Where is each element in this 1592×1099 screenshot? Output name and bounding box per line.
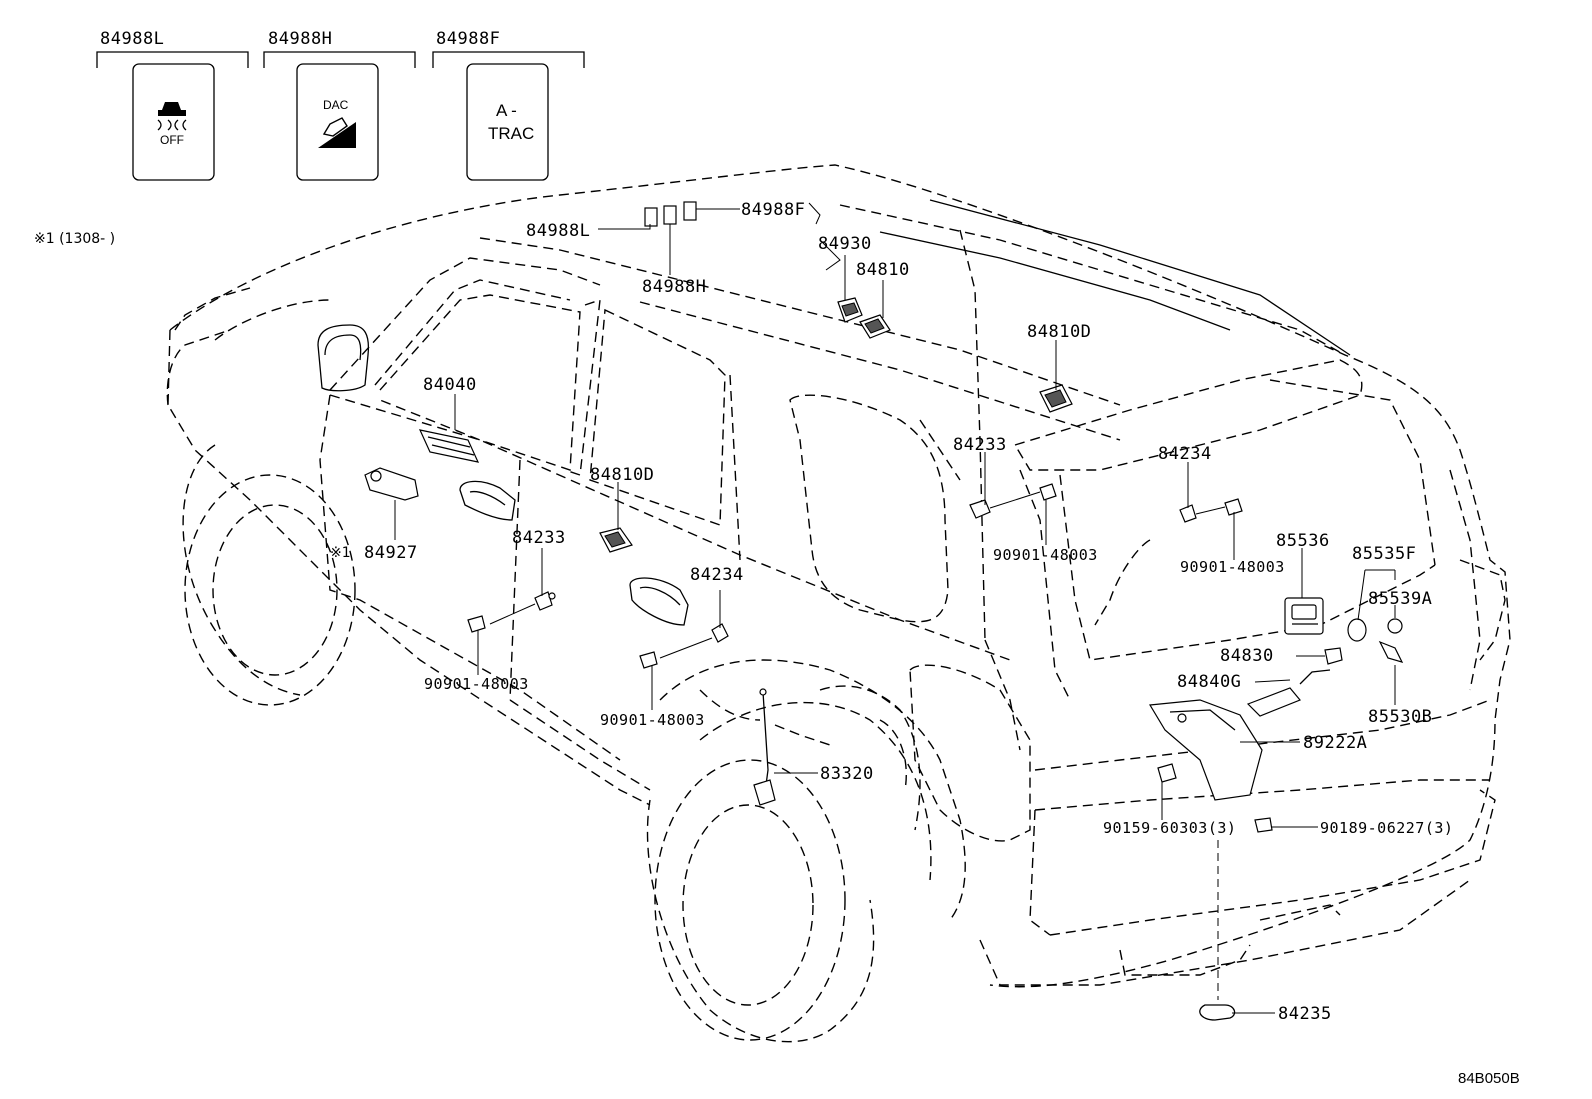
label-84840G: 84840G — [1177, 672, 1241, 692]
label-90189: 90189-06227(3) — [1320, 819, 1453, 837]
part-84927 — [364, 467, 419, 501]
label-90901-rear: 90901-48003 — [600, 711, 705, 729]
label-84810D-door: 84810D — [590, 465, 654, 485]
switch-button — [466, 63, 549, 181]
part-84040 — [418, 429, 480, 463]
figure-code: 84B050B — [1458, 1070, 1520, 1087]
part-84233-quarter — [969, 499, 991, 519]
label-84234-rear: 84234 — [690, 565, 744, 585]
part-89222A-bracket — [1148, 699, 1263, 801]
label-84988H: 84988H — [642, 277, 706, 297]
label-84810: 84810 — [856, 260, 910, 280]
part-bolt-90901-gate — [1224, 498, 1243, 516]
label-84988F: 84988F — [741, 200, 805, 220]
label-90901-front: 90901-48003 — [424, 675, 529, 693]
switch-part-number: 84988H — [268, 29, 332, 49]
label-85530B: 85530B — [1368, 707, 1432, 727]
part-85530B — [1378, 640, 1404, 663]
label-84927: 84927 — [364, 543, 418, 563]
label-84040: 84040 — [423, 375, 477, 395]
switch-part-number: 84988L — [100, 29, 164, 49]
part-83320 — [753, 688, 776, 806]
part-84234-rear — [711, 623, 729, 643]
switch-panel-84988F: 84988F A - TRAC — [432, 29, 585, 181]
part-84830 — [1324, 647, 1343, 665]
part-85536 — [1284, 597, 1324, 635]
switch-part-number: 84988F — [436, 29, 500, 49]
label-89222A: 89222A — [1303, 733, 1367, 753]
leader-lines — [394, 202, 1396, 1014]
part-84988-switches — [644, 201, 697, 227]
part-bolt-90159 — [1157, 763, 1177, 783]
switch-label-off: OFF — [160, 133, 184, 147]
switch-button — [296, 63, 379, 181]
vehicle-skid-off-icon — [157, 102, 187, 131]
text-icon: A - TRAC — [488, 101, 534, 143]
label-84830: 84830 — [1220, 646, 1274, 666]
label-90159: 90159-60303(3) — [1103, 819, 1236, 837]
vehicle-outline — [166, 164, 1511, 1043]
part-85535F — [1347, 618, 1367, 642]
label-84930: 84930 — [818, 234, 872, 254]
switch-panel-84988H: 84988H DAC — [263, 29, 416, 181]
part-84810 — [859, 314, 891, 339]
part-84810D-door — [599, 527, 633, 553]
label-84233-front: 84233 — [512, 528, 566, 548]
part-clip-90189 — [1254, 817, 1273, 833]
label-83320: 83320 — [820, 764, 874, 784]
part-84840G — [1246, 669, 1331, 717]
label-84234-gate: 84234 — [1158, 444, 1212, 464]
label-85535F: 85535F — [1352, 544, 1416, 564]
label-84927-mark: ※1 — [330, 545, 351, 561]
switch-panel-84988L: 84988L OFF — [96, 29, 249, 181]
label-84233-quarter: 84233 — [953, 435, 1007, 455]
part-84930 — [837, 297, 863, 323]
switch-label-dac: DAC — [323, 98, 349, 112]
label-90901-gate: 90901-48003 — [1180, 558, 1285, 576]
downhill-assist-icon — [318, 117, 356, 148]
label-84810D-roof: 84810D — [1027, 322, 1091, 342]
production-date-note: ※1 (1308- ) — [34, 231, 115, 247]
part-bolt-90901-rear — [639, 651, 658, 669]
part-bolt-90901-front — [467, 615, 486, 633]
switch-button — [132, 63, 215, 181]
label-84235: 84235 — [1278, 1004, 1332, 1024]
switch-label-line1: A - — [496, 101, 517, 120]
label-90901-quarter: 90901-48003 — [993, 546, 1098, 564]
switch-label-line2: TRAC — [488, 124, 534, 143]
callout-labels: 84988F 84988L 84988H 84930 84810 84810D … — [330, 200, 1453, 1024]
part-84810D-roof — [1039, 384, 1073, 413]
part-bolt-90901-quarter — [1039, 483, 1057, 501]
label-85539A: 85539A — [1368, 589, 1432, 609]
label-85536: 85536 — [1276, 531, 1330, 551]
label-84988L: 84988L — [526, 221, 590, 241]
part-85539A — [1387, 618, 1403, 634]
part-84235 — [1199, 1004, 1236, 1021]
part-84233-front — [534, 591, 556, 611]
